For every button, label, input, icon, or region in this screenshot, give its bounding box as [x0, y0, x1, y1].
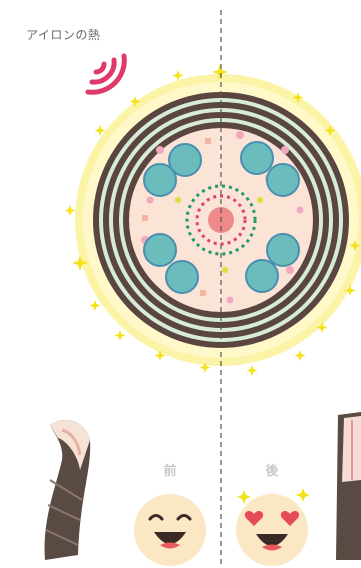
- before-label: 前: [150, 460, 190, 479]
- smiling-face-icon: [134, 494, 206, 566]
- damaged-hair-strand-icon: [45, 420, 91, 560]
- heat-waves-icon: [88, 56, 124, 92]
- after-label: 後: [252, 460, 292, 479]
- heart-eyes-face-icon: [236, 488, 310, 566]
- healthy-hair-strand-icon: [336, 412, 361, 560]
